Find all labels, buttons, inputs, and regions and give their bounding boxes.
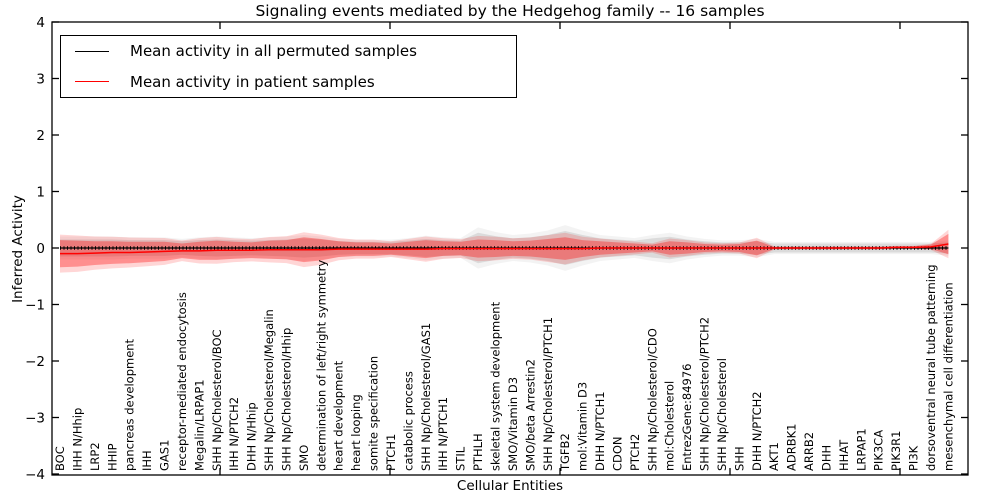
x-category-label: IHH N/PTCH2 — [227, 397, 241, 471]
y-tick-label: −1 — [25, 298, 45, 314]
legend: Mean activity in all permuted samples Me… — [60, 35, 517, 98]
patient-band — [60, 233, 949, 268]
x-category-label: DHH — [819, 445, 833, 471]
x-category-label: receptor-mediated endocytosis — [175, 292, 189, 471]
y-tick-label: −4 — [25, 467, 45, 483]
x-axis-label: Cellular Entities — [456, 478, 564, 494]
x-category-label: SHH Np/Cholesterol/CDO — [645, 328, 659, 471]
chart-title: Signaling events mediated by the Hedgeho… — [255, 2, 765, 20]
x-category-label: PTCH1 — [384, 434, 398, 471]
patient-line-swatch — [75, 81, 109, 83]
x-category-label: PTCH2 — [628, 434, 642, 471]
x-category-label: ARRB2 — [802, 432, 816, 471]
x-category-label: somite specification — [367, 356, 381, 471]
x-category-label: PTHLH — [471, 433, 485, 471]
x-category-label: SMO — [297, 445, 311, 471]
x-category-label: DHH N/Hhip — [245, 402, 259, 471]
x-category-label: SHH Np/Cholesterol/PTCH2 — [698, 317, 712, 471]
legend-label-patient: Mean activity in patient samples — [130, 72, 375, 91]
legend-label-permuted: Mean activity in all permuted samples — [130, 42, 417, 61]
x-category-label: CDON — [610, 436, 624, 471]
x-category-label: SHH Np/Cholesterol/Megalin — [262, 309, 276, 471]
x-category-label: mol:Cholesterol — [663, 381, 677, 471]
x-category-label: AKT1 — [767, 442, 781, 471]
y-tick-label: 3 — [36, 72, 45, 88]
x-category-label: catabolic process — [401, 371, 415, 471]
x-category-label: TGFB2 — [558, 433, 572, 472]
x-category-label: IHH N/PTCH1 — [436, 397, 450, 471]
y-tick-label: 2 — [36, 128, 45, 144]
patient-mean-line — [60, 243, 949, 255]
x-category-label: SHH Np/Cholesterol/GAS1 — [419, 323, 433, 471]
y-axis-label: Inferred Activity — [10, 195, 26, 303]
x-category-label: DHH N/PTCH2 — [750, 391, 764, 471]
x-category-label: SMO/Vitamin D3 — [506, 377, 520, 471]
x-category-label: SMO/beta Arrestin2 — [523, 359, 537, 471]
y-tick-label: 0 — [36, 241, 45, 257]
patient-band-outer — [60, 229, 949, 273]
x-category-label: PI3K — [907, 445, 921, 471]
x-category-label: mesenchymal cell differentiation — [941, 282, 955, 471]
x-category-label: SHH Np/Cholesterol/BOC — [210, 329, 224, 471]
x-category-label: PIK3CA — [872, 430, 886, 471]
x-category-label: heart development — [332, 360, 346, 471]
x-category-label: ADRBK1 — [785, 424, 799, 471]
y-tick-label: 1 — [36, 185, 45, 201]
x-category-label: dorsoventral neural tube patterning — [924, 264, 938, 471]
x-category-label: DHH N/PTCH1 — [593, 391, 607, 471]
x-category-label: GAS1 — [158, 440, 172, 471]
legend-item-patient: Mean activity in patient samples — [61, 68, 516, 96]
x-category-label: determination of left/right symmetry — [314, 260, 328, 471]
x-category-label: mol:Vitamin D3 — [576, 382, 590, 471]
x-category-label: IHH N/Hhip — [70, 408, 84, 471]
x-category-label: STIL — [454, 446, 468, 471]
legend-item-permuted: Mean activity in all permuted samples — [61, 37, 516, 65]
x-category-label: HHAT — [837, 439, 851, 471]
x-category-label: IHH — [140, 450, 154, 471]
permuted-line-swatch — [75, 50, 109, 52]
x-category-label: pancreas development — [123, 338, 137, 471]
x-category-label: BOC — [53, 446, 67, 471]
x-category-label: SHH Np/Cholesterol/PTCH1 — [541, 317, 555, 471]
x-category-label: LRPAP1 — [854, 428, 868, 471]
x-category-label: SHH Np/Cholesterol/Hhip — [279, 328, 293, 471]
y-tick-label: −2 — [25, 354, 45, 370]
x-category-label: HHIP — [105, 443, 119, 471]
x-category-label: SHH Np/Cholesterol — [715, 358, 729, 471]
x-category-label: PIK3R1 — [889, 431, 903, 472]
x-category-label: LRP2 — [88, 442, 102, 471]
x-category-label: SHH — [732, 446, 746, 471]
x-category-label: skeletal system development — [489, 301, 503, 471]
x-category-label: Megalin/LRPAP1 — [192, 379, 206, 471]
x-category-label: heart looping — [349, 394, 363, 471]
x-category-label: EntrezGene:84976 — [680, 364, 694, 471]
y-tick-label: 4 — [36, 15, 45, 31]
y-tick-label: −3 — [25, 411, 45, 427]
